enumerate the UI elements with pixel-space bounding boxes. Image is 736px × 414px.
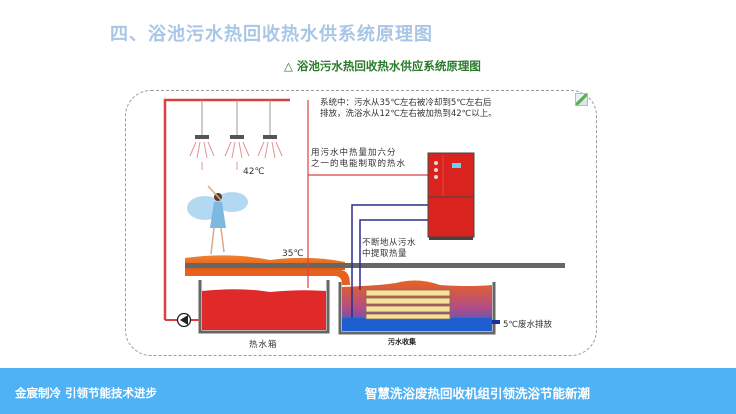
- footer-right-slogan: 智慧洗浴废热回收机组引领洗浴节能新潮: [365, 386, 591, 401]
- heat-extraction-note: 不断地从污水 中提取热量: [362, 238, 417, 259]
- diagram-title: △ 浴池污水热回收热水供应系统原理图: [284, 59, 481, 73]
- bather-figure-icon: [187, 185, 248, 255]
- hot-supply-pipe: [163, 98, 290, 320]
- footer-bar: 金宸制冷 引领节能技术进步 智慧洗浴废热回收机组引领洗浴节能新潮: [0, 368, 736, 414]
- sewage-pool-label: 污水收集: [388, 338, 416, 346]
- floor-drain: [185, 255, 565, 285]
- shower-head-icon: [224, 100, 250, 170]
- footer-left-slogan: 金宸制冷 引领节能技术进步: [15, 386, 158, 400]
- discharge-outlet: [492, 320, 500, 324]
- heat-exchange-coil: [365, 289, 451, 320]
- drain-temp-label: 35℃: [282, 249, 304, 259]
- shower-temp-label: 42℃: [243, 167, 265, 177]
- hot-tank-label: 热水箱: [249, 340, 278, 350]
- hot-water-tank: [198, 280, 330, 334]
- cold-loop-pipes: [351, 204, 430, 318]
- diagram-frame: [125, 90, 597, 356]
- discharge-label: 5℃废水排放: [503, 320, 552, 330]
- pump-icon: [165, 312, 200, 328]
- shower-head-icon: [189, 100, 215, 170]
- heat-pump-unit: [427, 152, 475, 240]
- system-description: 系统中：污水从35℃左右被冷却到5℃左右后 排放，洗浴水从12℃左右被加热到42…: [320, 98, 497, 119]
- slide-title: 四、浴池污水热回收热水供系统原理图: [110, 24, 433, 45]
- heated-water-note: 用污水中热量加六分 之一的电能制取的热水: [311, 148, 407, 169]
- broken-image-icon: [575, 93, 588, 106]
- shower-head-icon: [257, 100, 283, 159]
